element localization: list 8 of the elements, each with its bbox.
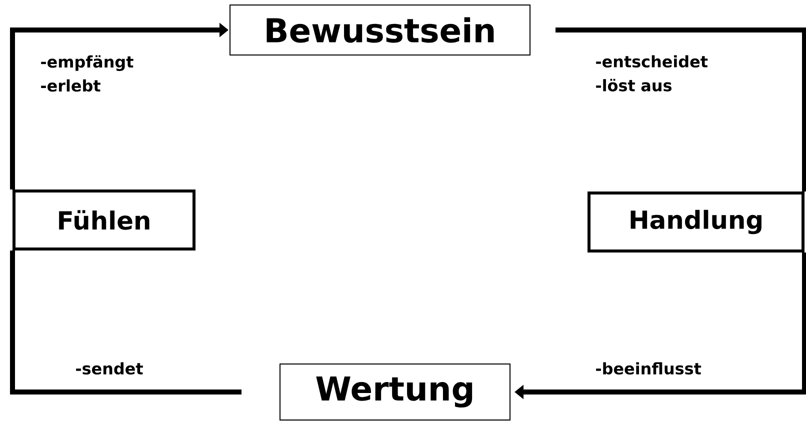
edge-label: -sendet [76,362,143,375]
concept-box: Handlung [588,192,804,252]
edge-label: -beeinflusst [596,362,702,375]
concept-box: Wertung [280,364,510,420]
edge-label: -empfängt -erlebt [41,55,134,92]
concept-box: Bewusstsein [230,4,530,56]
edge-label: -entscheidet -löst aus [596,55,708,92]
concept-box: Fühlen [12,190,196,250]
